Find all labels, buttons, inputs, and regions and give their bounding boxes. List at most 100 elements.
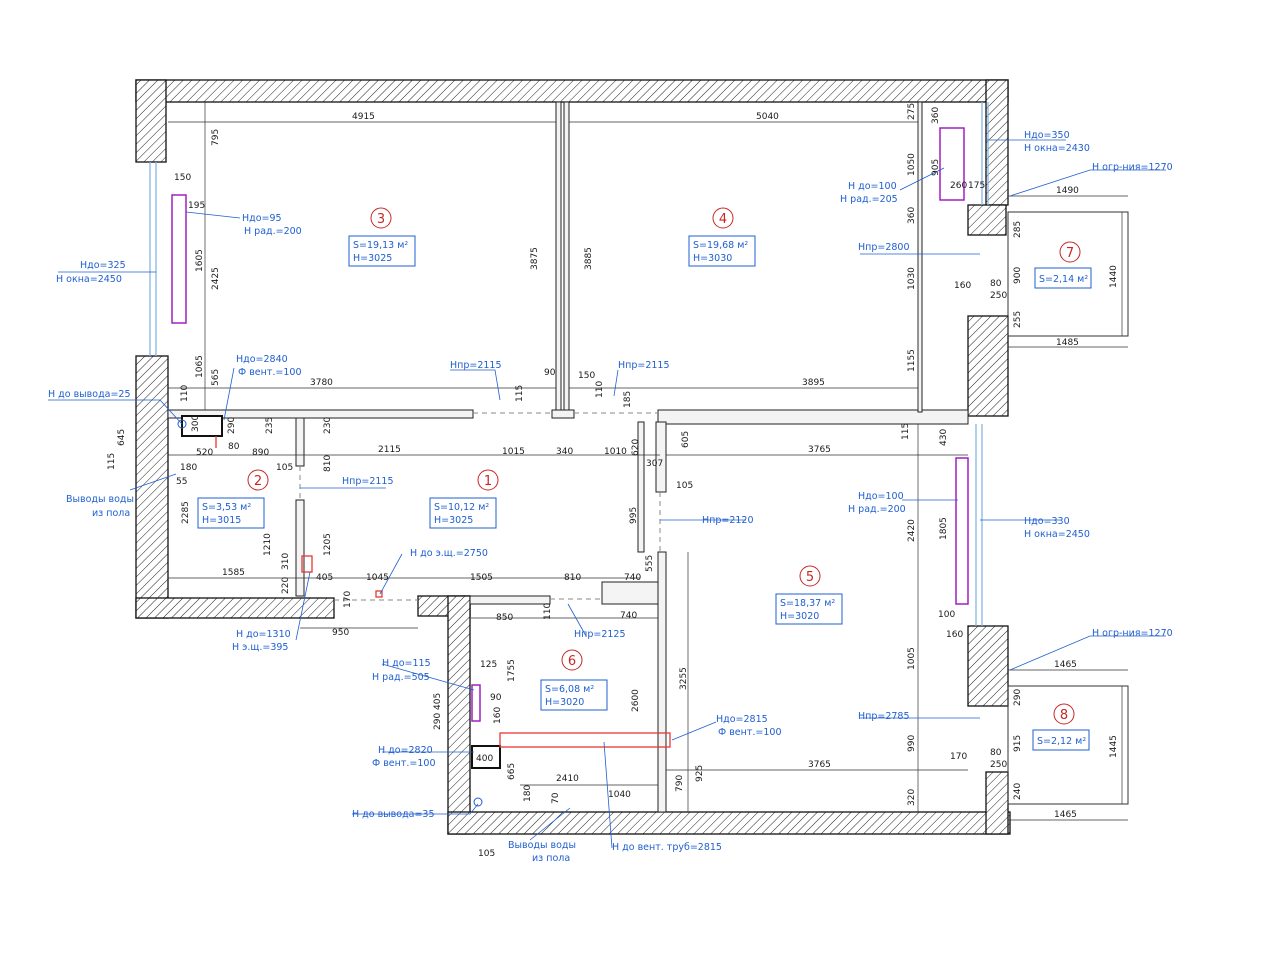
dim-235: 235 — [265, 417, 275, 434]
leader-vent-bath — [223, 367, 235, 421]
wall-left-mid — [135, 355, 169, 619]
windows — [149, 102, 989, 626]
room-number-6: 6 — [568, 654, 576, 669]
dim-160: 160 — [954, 281, 971, 291]
dim-1605: 1605 — [195, 249, 205, 272]
info-box-room8 — [1032, 729, 1090, 751]
dim-1010: 1010 — [604, 447, 627, 457]
room-labels: 3 S=19,13 м² H=3025 4 S=19,68 м² H=3030 … — [202, 212, 1088, 747]
dim-250b: 250 — [990, 760, 1007, 770]
room-height-1: H=3025 — [434, 515, 473, 526]
wall-kitchen-right — [657, 551, 667, 813]
note-room3-window-a: Ндо=325 — [80, 260, 126, 271]
dim-170b: 170 — [950, 752, 967, 762]
dim-260: 260 — [950, 181, 967, 191]
info-box-room4 — [688, 235, 756, 267]
note-balcony7-rail: Н огр-ния=1270 — [1092, 162, 1173, 173]
dim-175: 175 — [968, 181, 985, 191]
dim-340: 340 — [556, 447, 573, 457]
room-height-4: H=3030 — [693, 253, 732, 264]
dim-3885: 3885 — [584, 247, 594, 270]
dim-195: 195 — [188, 201, 205, 211]
note-room5-win-b: Н окна=2450 — [1024, 529, 1090, 540]
dim-90: 90 — [544, 368, 556, 378]
room-number-circles — [247, 207, 1081, 725]
room-area-6: S=6,08 м² — [545, 684, 594, 695]
interior-walls — [167, 101, 969, 813]
vent-shaft-bath — [181, 415, 223, 437]
dim-1050: 1050 — [907, 153, 917, 176]
dim-110d: 110 — [543, 603, 553, 620]
dim-430: 430 — [939, 429, 949, 446]
note-water2-b: из пола — [532, 853, 570, 864]
vent-pipe-kitchen — [499, 732, 671, 748]
dim-360: 360 — [931, 107, 941, 124]
room-area-2: S=3,53 м² — [202, 502, 251, 513]
leader-shield — [379, 553, 403, 595]
dim-900: 900 — [1013, 267, 1023, 284]
dim-5040: 5040 — [756, 112, 779, 122]
dim-115b: 115 — [107, 453, 117, 470]
radiator-room3 — [171, 194, 187, 324]
note-water2-a: Выводы воды — [508, 840, 576, 851]
leader-room4-rad — [899, 167, 945, 191]
note-room3-rad-b: Н рад.=200 — [244, 226, 302, 237]
leader-outlet-bottom — [352, 803, 479, 815]
dim-565: 565 — [211, 369, 221, 386]
dim-915: 915 — [1013, 735, 1023, 752]
wall-right-pier-a — [967, 204, 1007, 236]
wall-corridor-top-mid — [551, 409, 575, 419]
dim-2600: 2600 — [631, 689, 641, 712]
dim-3780: 3780 — [310, 378, 333, 388]
electric-box — [375, 590, 383, 598]
dim-3255: 3255 — [679, 667, 689, 690]
radiator-room6 — [471, 684, 481, 722]
room-number-5: 5 — [806, 570, 814, 585]
wall-right-pier-b — [967, 315, 1009, 417]
dim-1755: 1755 — [507, 659, 517, 682]
leader-outlet-top — [48, 399, 183, 425]
vent-shaft-kitchen — [471, 745, 501, 769]
leader-vent-pipes — [603, 741, 613, 849]
note-room5-rad-b: Н рад.=200 — [848, 504, 906, 515]
dim-520: 520 — [196, 448, 213, 458]
info-box-room6 — [540, 679, 608, 711]
annotations: Ндо=325 Н окна=2450 Ндо=95 Н рад.=200 Нд… — [48, 130, 1173, 864]
info-box-room7 — [1034, 267, 1092, 289]
dim-1040: 1040 — [608, 790, 631, 800]
dim-185: 185 — [623, 391, 633, 408]
dim-90b: 90 — [490, 693, 502, 703]
dim-80: 80 — [990, 279, 1002, 289]
room-height-6: H=3020 — [545, 697, 584, 708]
wall-right-pier-c — [967, 625, 1009, 707]
dim-2410: 2410 — [556, 774, 579, 784]
dim-170: 170 — [343, 591, 353, 608]
room-number-7: 7 — [1066, 246, 1074, 261]
note-balcony8-rail: Н огр-ния=1270 — [1092, 628, 1173, 639]
dim-925: 925 — [695, 765, 705, 782]
leader-door-3 — [450, 369, 501, 401]
dim-1585: 1585 — [222, 568, 245, 578]
dimension-lines — [168, 102, 1128, 821]
dim-300: 300 — [191, 415, 201, 432]
dim-290c: 290 — [1013, 689, 1023, 706]
radiators — [171, 127, 969, 722]
wall-partition-3-4b — [563, 101, 570, 413]
wall-right-upper — [985, 79, 1009, 206]
dim-285: 285 — [1013, 221, 1023, 238]
dim-1015: 1015 — [502, 447, 525, 457]
leader-room3-rad — [185, 211, 241, 219]
wall-corridor-top-right — [657, 409, 969, 425]
note-vent5-a: Ндо=2815 — [716, 714, 768, 725]
note-door-bath: Нпр=2115 — [342, 476, 394, 487]
dim-105c: 105 — [478, 849, 495, 859]
dim-255: 255 — [1013, 311, 1023, 328]
dim-1485: 1485 — [1056, 338, 1079, 348]
info-box-room2 — [197, 497, 265, 529]
note-room3-window-b: Н окна=2450 — [56, 274, 122, 285]
wall-left-kitchen — [447, 595, 471, 835]
dim-55: 55 — [176, 477, 187, 487]
dim-1065: 1065 — [195, 355, 205, 378]
dim-1465b: 1465 — [1054, 810, 1077, 820]
dim-250: 250 — [990, 291, 1007, 301]
